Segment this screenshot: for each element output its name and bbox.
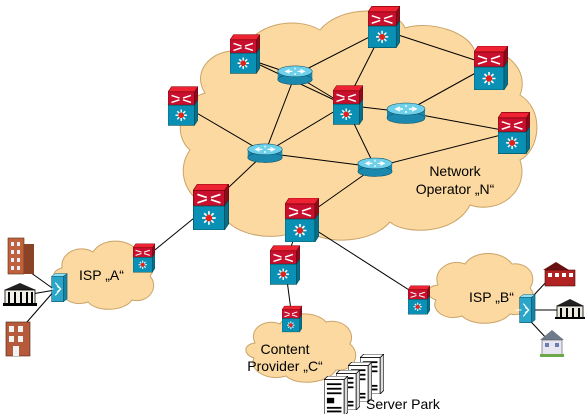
house-icon	[543, 262, 576, 287]
switch-core-2	[368, 6, 400, 48]
label-network-operator-line1: Network	[429, 163, 481, 179]
label-network-operator-line2: Operator „N“	[415, 181, 495, 197]
bank-icon	[3, 283, 37, 306]
router-3	[247, 143, 283, 163]
label-content-provider-line1: Content	[260, 341, 310, 357]
house-icon	[540, 330, 564, 357]
switch-isp-b	[408, 285, 430, 315]
switch-content-edge	[282, 305, 302, 333]
router-2	[386, 102, 426, 124]
bank-icon	[555, 299, 585, 319]
switch-content-provider	[270, 244, 300, 286]
switch-edge-c	[285, 198, 319, 242]
house-icon	[5, 321, 31, 357]
switch-core-4	[168, 86, 198, 126]
switch-core-3	[474, 46, 508, 90]
switch-isp-a	[133, 243, 155, 273]
office-building-icon	[7, 237, 34, 275]
server-icon	[324, 376, 348, 414]
label-isp-b: ISP „B“	[469, 289, 514, 305]
label-content-provider-line2: Provider „C“	[247, 358, 323, 374]
router-4	[357, 157, 393, 177]
label-isp-a: ISP „A“	[79, 267, 124, 283]
label-server-park: Server Park	[366, 396, 440, 412]
switch-edge-a	[193, 184, 229, 230]
switch-core-1	[230, 34, 260, 74]
switch-core-6	[498, 112, 530, 154]
switch-core-5	[333, 84, 363, 126]
router-1	[277, 65, 313, 85]
